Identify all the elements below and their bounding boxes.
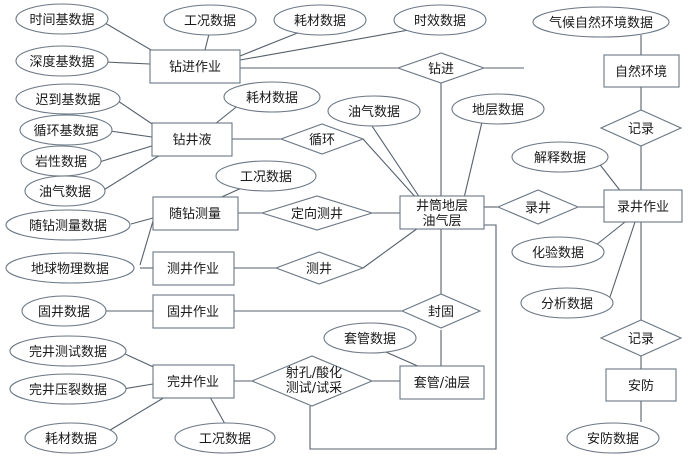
attribute-time-base: 时间基数据 (15, 3, 109, 35)
attribute-formation: 地层数据 (451, 93, 545, 125)
attribute-circ-base-label: 循环基数据 (33, 124, 98, 139)
attribute-interpretation: 解释数据 (511, 141, 609, 173)
attribute-consumable-1-label: 耗材数据 (294, 14, 346, 29)
attribute-completion-frac-label: 完井压裂数据 (29, 383, 107, 398)
attribute-formation-label: 地层数据 (472, 103, 524, 118)
attribute-timeliness-label: 时效数据 (414, 14, 466, 29)
relationship-perforation-line1: 射孔/酸化 (286, 365, 342, 381)
relationship-log: 测井 (274, 251, 365, 285)
entity-drilling: 钻进作业 (149, 49, 241, 84)
attribute-climate: 气候自然环境数据 (532, 6, 670, 38)
attribute-interpretation-label: 解释数据 (534, 151, 586, 166)
attribute-completion-test: 完井测试数据 (9, 335, 127, 367)
entity-safety: 安防 (605, 368, 677, 402)
entity-completion-label: 完井作业 (167, 375, 219, 390)
connector-lines (95, 22, 642, 450)
relationship-mudlog: 录井 (496, 189, 580, 225)
attribute-safety-data-label: 安防数据 (587, 431, 639, 447)
attribute-completion-test-label: 完井测试数据 (29, 345, 107, 360)
relationship-circulate: 循环 (279, 123, 365, 155)
attribute-consumable-2: 耗材数据 (223, 81, 321, 113)
entity-mwd: 随钻测量 (152, 196, 239, 231)
relationship-perforation-line2: 测试/试采 (286, 381, 342, 396)
relationship-directional: 定向测井 (260, 195, 374, 231)
entity-completion: 完井作业 (152, 364, 235, 399)
relationship-record-bottom: 记录 (599, 319, 683, 357)
attribute-geophysics-label: 地球物理数据 (31, 262, 109, 277)
entity-wellbore-formation-line1: 井筒地层 (416, 198, 468, 214)
attribute-consumable-3-label: 耗材数据 (45, 432, 97, 447)
attribute-lithology-label: 岩性数据 (35, 155, 87, 170)
attribute-work-cond-3-label: 工况数据 (199, 432, 251, 447)
entity-casing: 套管/油层 (399, 365, 485, 400)
entity-logging-op: 测井作业 (152, 251, 235, 286)
attribute-oil-gas-2: 油气数据 (327, 95, 421, 127)
relationship-circulate-label: 循环 (309, 133, 335, 148)
attribute-timeliness: 时效数据 (393, 4, 487, 36)
attribute-work-cond-1: 工况数据 (163, 4, 257, 36)
attribute-geophysics: 地球物理数据 (5, 252, 135, 284)
entity-environment-label: 自然环境 (615, 64, 667, 80)
attribute-safety-data: 安防数据 (566, 422, 660, 454)
attribute-climate-label: 气候自然环境数据 (549, 15, 653, 31)
attribute-mwd-data-label: 随钻测量数据 (29, 219, 107, 234)
attribute-consumable-3: 耗材数据 (24, 422, 118, 454)
entity-logging-op-label: 测井作业 (167, 262, 219, 277)
attribute-lag-base: 迟到基数据 (15, 83, 121, 115)
relationship-perforation: 射孔/酸化 测试/试采 (250, 355, 374, 407)
attribute-lag-base-label: 迟到基数据 (35, 93, 100, 108)
attribute-work-cond-2-label: 工况数据 (240, 170, 292, 185)
attribute-depth-base: 深度基数据 (15, 45, 109, 77)
attribute-oil-gas-1-label: 油气数据 (39, 184, 91, 200)
entity-drilling-label: 钻进作业 (169, 60, 221, 75)
attribute-cement-data-label: 固井数据 (38, 305, 90, 320)
attribute-depth-base-label: 深度基数据 (29, 54, 94, 70)
attribute-consumable-2-label: 耗材数据 (246, 91, 298, 106)
relationship-drill-label: 钻进 (428, 62, 454, 77)
attribute-mwd-data: 随钻测量数据 (5, 209, 131, 241)
entity-cementing-label: 固井作业 (167, 305, 219, 320)
relationship-directional-label: 定向测井 (291, 206, 343, 222)
attribute-lab: 化验数据 (511, 236, 605, 268)
attribute-lithology: 岩性数据 (20, 145, 102, 177)
entity-mud-logging: 录井作业 (603, 189, 683, 223)
entity-cementing: 固井作业 (152, 294, 235, 329)
attribute-work-cond-1-label: 工况数据 (184, 14, 236, 29)
relationship-record-top: 记录 (599, 109, 683, 147)
attribute-circ-base: 循环基数据 (19, 114, 113, 146)
attribute-analysis-label: 分析数据 (541, 297, 593, 312)
attribute-oil-gas-1: 油气数据 (24, 175, 106, 207)
attribute-casing-data: 套管数据 (323, 322, 417, 354)
entity-casing-label: 套管/油层 (414, 375, 470, 391)
entity-environment: 自然环境 (603, 54, 680, 88)
entity-wellbore-formation-line2: 油气层 (422, 213, 461, 229)
attribute-work-cond-3: 工况数据 (174, 422, 276, 454)
entity-wellbore-formation: 井筒地层 油气层 (399, 195, 485, 230)
attribute-work-cond-2: 工况数据 (215, 160, 317, 192)
entity-mud-logging-label: 录井作业 (617, 200, 669, 215)
relationship-cement-label: 封固 (428, 305, 454, 320)
attribute-casing-data-label: 套管数据 (344, 331, 396, 347)
entity-fluid: 钻井液 (151, 122, 233, 157)
attribute-time-base-label: 时间基数据 (29, 13, 94, 28)
attribute-cement-data: 固井数据 (21, 295, 107, 327)
attribute-oil-gas-2-label: 油气数据 (348, 104, 400, 120)
relationship-record-top-label: 记录 (628, 122, 654, 137)
entity-fluid-label: 钻井液 (172, 133, 211, 148)
relationship-drill: 钻进 (396, 52, 486, 84)
attribute-consumable-1: 耗材数据 (273, 4, 367, 36)
entity-safety-label: 安防 (628, 378, 654, 394)
entity-mwd-label: 随钻测量 (169, 207, 221, 222)
attribute-lab-label: 化验数据 (532, 245, 584, 261)
attribute-completion-frac: 完井压裂数据 (9, 373, 127, 405)
relationship-cement: 封固 (400, 293, 482, 329)
attribute-analysis: 分析数据 (520, 287, 614, 319)
relationship-log-label: 测井 (306, 262, 332, 277)
relationship-record-bottom-label: 记录 (628, 332, 654, 347)
relationship-mudlog-label: 录井 (525, 201, 551, 216)
